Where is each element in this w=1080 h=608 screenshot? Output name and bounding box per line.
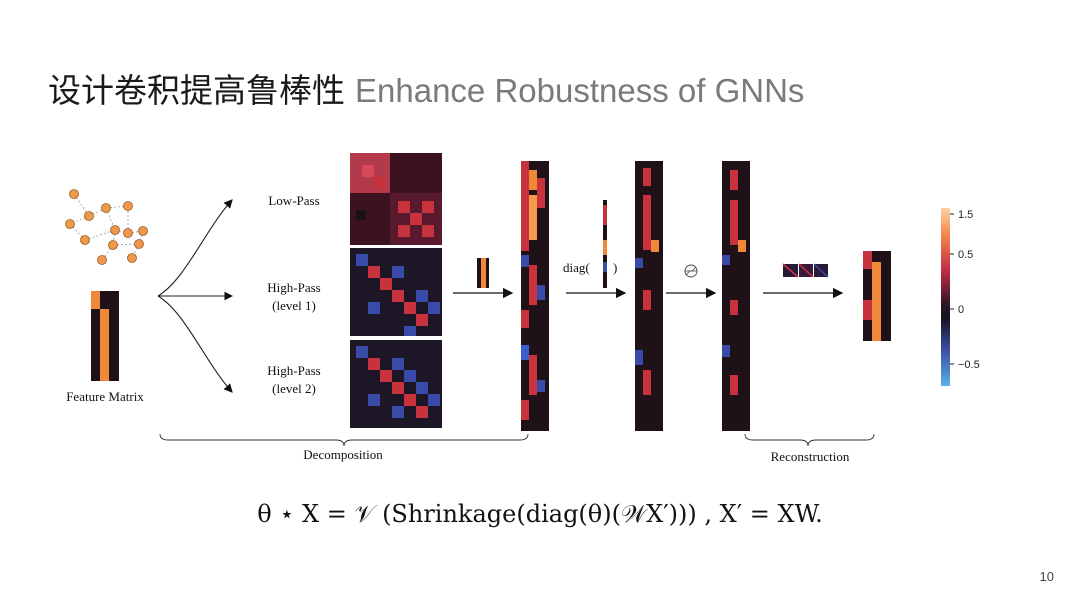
reconstruction-brace: [744, 433, 875, 447]
page-number: 10: [1039, 569, 1054, 584]
diag-label: diag(: [563, 260, 590, 275]
reconstruction-label: Reconstruction: [770, 449, 850, 464]
colorbar-tick-4: −0.5: [958, 359, 980, 371]
decomposition-label: Decomposition: [303, 447, 383, 462]
branch-arrows: [157, 199, 234, 393]
diag-vector: [603, 200, 607, 288]
high-pass-1-label: High-Pass (level 1): [267, 280, 321, 313]
coefficient-column-2: [635, 161, 663, 431]
colorbar-tick-1: 1.5: [958, 209, 973, 221]
title-english: Enhance Robustness of GNNs: [355, 72, 805, 109]
feature-matrix-label: Feature Matrix: [66, 389, 144, 404]
low-pass-matrix: [350, 153, 442, 245]
high-pass-1-matrix: [350, 248, 442, 336]
graph-nodes: [65, 189, 148, 265]
colorbar-tick-3: 0: [958, 304, 964, 316]
high-pass-2-label: High-Pass (level 2): [267, 363, 321, 396]
shrinkage-icon: [684, 264, 698, 278]
colorbar: 1.5 0.5 0 −0.5: [941, 208, 980, 386]
coefficient-column-1: [521, 161, 549, 431]
feature-matrix: [91, 291, 119, 381]
reconstruction-operator: [782, 263, 829, 278]
decomposition-brace: [159, 433, 529, 447]
slide-title: 设计卷积提高鲁棒性 Enhance Robustness of GNNs: [48, 64, 804, 112]
coefficient-column-3: [722, 161, 750, 431]
high-pass-2-matrix: [350, 340, 442, 428]
small-feature-vector: [477, 258, 489, 288]
colorbar-tick-2: 0.5: [958, 249, 973, 261]
title-chinese: 设计卷积提高鲁棒性: [48, 71, 345, 110]
framelet-formula: θ ⋆ X = 𝒱 (Shrinkage(diag(θ)(𝒲X′))) , X′…: [257, 500, 823, 528]
diag-close: ): [613, 260, 617, 275]
output-matrix: [863, 251, 891, 341]
low-pass-label: Low-Pass: [268, 193, 320, 208]
